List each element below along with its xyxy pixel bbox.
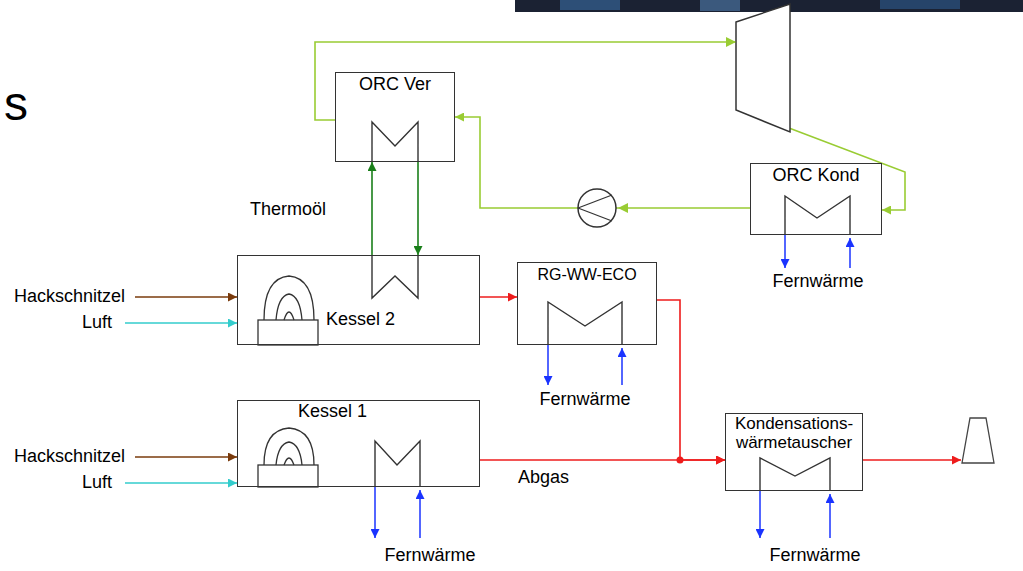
flow-connector bbox=[315, 42, 905, 210]
box-label: ORC Ver bbox=[359, 75, 431, 95]
component-box: Kessel 1 bbox=[237, 400, 480, 487]
heat-exchanger-symbol bbox=[785, 196, 850, 234]
heat-exchanger-symbol bbox=[375, 441, 420, 486]
box-label: RG-WW-ECO bbox=[537, 266, 636, 284]
label-holder: Luft bbox=[82, 313, 112, 333]
junction-dot bbox=[677, 457, 684, 464]
pump-symbol bbox=[578, 189, 616, 227]
flow-label: Luft bbox=[82, 473, 112, 493]
flame-symbol bbox=[276, 294, 302, 320]
chimney-symbol bbox=[962, 418, 994, 463]
flow-label: Hackschnitzel bbox=[14, 287, 125, 307]
district-heat-arrow bbox=[829, 494, 831, 538]
heat-exchanger-symbol bbox=[548, 302, 622, 344]
flow-label: Fernwärme bbox=[539, 390, 630, 410]
label-holder: Fernwärme bbox=[772, 272, 863, 292]
photo-strip bbox=[880, 0, 960, 9]
district-heat-arrow bbox=[374, 487, 376, 538]
fuel-arrow bbox=[135, 456, 237, 458]
grate-symbol bbox=[258, 320, 318, 345]
flame-symbol bbox=[264, 428, 314, 465]
flow-label: Thermoöl bbox=[250, 200, 326, 220]
district-heat-arrow bbox=[759, 491, 761, 538]
flow-label: Abgas bbox=[518, 468, 569, 488]
label-holder: Abgas bbox=[518, 468, 569, 488]
label-holder: Fernwärme bbox=[769, 546, 860, 566]
label-holder: Hackschnitzel bbox=[14, 447, 125, 467]
exhaust-line bbox=[863, 459, 961, 461]
flow-label: Fernwärme bbox=[384, 546, 475, 566]
label-holder: Fernwärme bbox=[384, 546, 475, 566]
district-heat-arrow bbox=[849, 238, 851, 268]
label-holder: Fernwärme bbox=[539, 390, 630, 410]
turbine-symbol bbox=[736, 4, 790, 132]
district-heat-arrow bbox=[621, 348, 623, 385]
label-holder: s bbox=[4, 78, 28, 131]
flame-symbol bbox=[276, 442, 302, 465]
box-label: Kessel 1 bbox=[298, 402, 367, 422]
component-box: ORC Kond bbox=[750, 163, 882, 235]
arrow-head bbox=[618, 203, 628, 213]
grate-symbol bbox=[258, 465, 318, 487]
flow-label: Luft bbox=[82, 313, 112, 333]
component-box: RG-WW-ECO bbox=[517, 262, 657, 345]
flow-label: Hackschnitzel bbox=[14, 447, 125, 467]
district-heat-arrow bbox=[784, 235, 786, 268]
component-box: Kessel 2 bbox=[237, 255, 480, 345]
air-arrow bbox=[125, 482, 237, 484]
box-label: ORC Kond bbox=[772, 166, 859, 186]
fuel-arrow bbox=[135, 296, 237, 298]
district-heat-arrow bbox=[547, 345, 549, 385]
flow-connector bbox=[657, 300, 725, 460]
flow-connector bbox=[371, 162, 373, 255]
flame-symbol bbox=[284, 458, 294, 465]
photo-strip bbox=[515, 0, 1023, 12]
component-box: Kondensations- wärmetauscher bbox=[725, 413, 863, 491]
flow-label: Fernwärme bbox=[772, 272, 863, 292]
heat-exchanger-symbol bbox=[372, 122, 418, 161]
arrow-head bbox=[726, 37, 736, 47]
label-holder: Luft bbox=[82, 473, 112, 493]
air-arrow bbox=[125, 322, 237, 324]
photo-strip bbox=[700, 0, 740, 11]
flame-symbol bbox=[284, 312, 294, 320]
flow-connector bbox=[480, 459, 725, 461]
heat-exchanger-symbol bbox=[372, 256, 418, 298]
box-label: Kessel 2 bbox=[326, 310, 395, 330]
pump-symbol bbox=[578, 208, 612, 221]
box-label: Kondensations- wärmetauscher bbox=[733, 415, 855, 452]
photo-strip bbox=[560, 0, 620, 10]
label-holder: Thermoöl bbox=[250, 200, 326, 220]
heat-exchanger-symbol bbox=[760, 458, 830, 490]
flow-connector bbox=[417, 162, 419, 255]
title-fragment: s bbox=[4, 78, 28, 131]
flame-symbol bbox=[264, 276, 314, 320]
flow-connector bbox=[480, 296, 517, 298]
pump-symbol bbox=[578, 195, 612, 208]
flow-label: Fernwärme bbox=[769, 546, 860, 566]
district-heat-arrow bbox=[419, 490, 421, 538]
label-holder: Hackschnitzel bbox=[14, 287, 125, 307]
component-box: ORC Ver bbox=[335, 72, 455, 162]
